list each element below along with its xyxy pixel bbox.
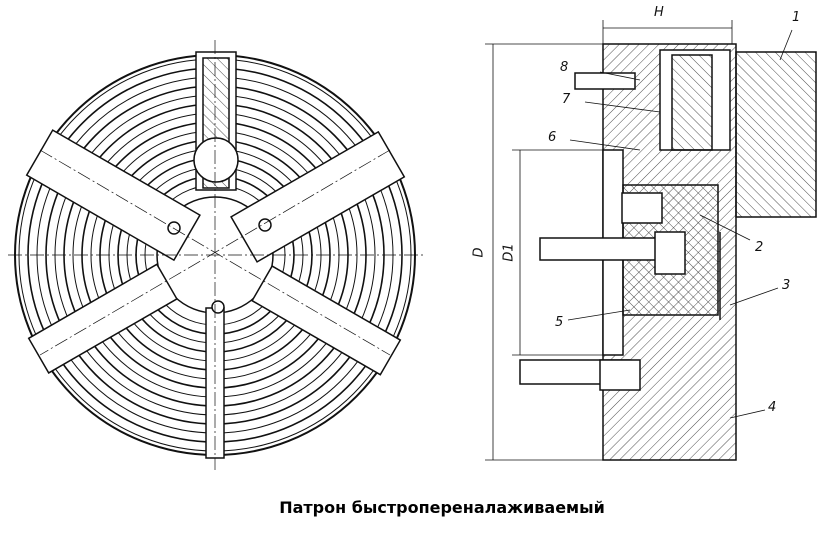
section-view <box>519 43 817 461</box>
label-D1: D1 <box>501 243 517 262</box>
label-8: 8 <box>560 60 569 75</box>
label-6: 6 <box>548 130 557 145</box>
label-H: H <box>654 5 664 20</box>
center-lines <box>8 40 425 470</box>
label-5: 5 <box>555 315 564 330</box>
label-1: 1 <box>792 10 801 25</box>
figure-caption: Патрон быстропереналаживаемый <box>279 498 605 517</box>
label-4: 4 <box>768 400 777 415</box>
dimension-lines <box>485 20 793 461</box>
label-D: D <box>471 247 487 258</box>
label-7: 7 <box>562 92 571 107</box>
label-3: 3 <box>782 278 791 293</box>
label-2: 2 <box>755 240 764 255</box>
